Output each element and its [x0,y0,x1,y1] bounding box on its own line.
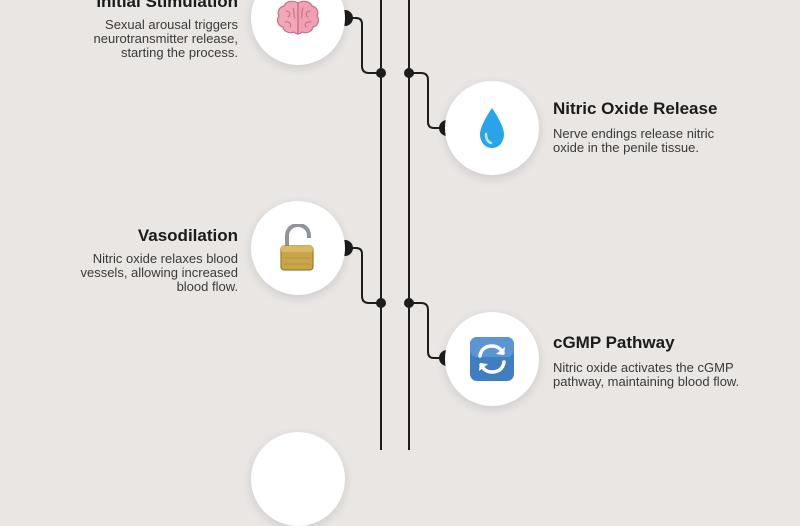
step-3-description: Nitric oxide relaxes blood vessels, allo… [80,251,238,294]
step-2-icon-circle [445,81,539,175]
step-3-icon-circle [251,201,345,295]
step-5-icon-circle [251,432,345,526]
step-3-connector [345,247,381,304]
step-4-description: Nitric oxide activates the cGMP pathway,… [553,360,740,389]
brain-icon [277,0,319,35]
step-3-title: Vasodilation [137,226,238,245]
step-1-description: Sexual arousal triggers neurotransmitter… [93,17,238,60]
step-2-description: Nerve endings release nitric oxide in th… [553,126,715,155]
step-1-connector [345,17,381,74]
unlocked-padlock-icon [280,224,314,271]
step-1-rail-dot [376,68,386,78]
step-1-title: Initial Stimulation [96,0,238,11]
step-2-title: Nitric Oxide Release [553,99,718,118]
step-4-icon-circle [445,312,539,406]
step-2-connector [409,72,447,129]
step-4-title: cGMP Pathway [553,333,675,352]
step-4-connector [409,302,447,359]
cycle-arrows-icon [470,337,514,381]
step-3-rail-dot [376,298,386,308]
droplet-icon [480,108,504,148]
